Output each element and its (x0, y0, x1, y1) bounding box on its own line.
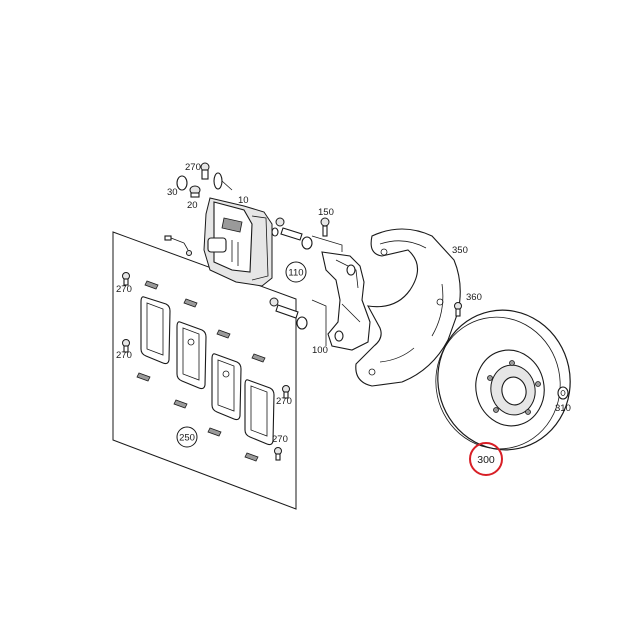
label-270-panel-right: 270 (276, 396, 292, 407)
wear-sensor (164, 235, 192, 256)
label-150: 150 (318, 207, 334, 218)
label-100: 100 (312, 345, 328, 356)
label-20: 20 (187, 200, 198, 211)
dust-shield: 350 (355, 228, 468, 387)
brake-disc (435, 309, 571, 451)
label-310: 310 (555, 403, 571, 414)
panel-bolts (122, 272, 290, 461)
label-270-panel-bottom: 270 (272, 434, 288, 445)
label-270-panel-top: 270 (116, 284, 132, 295)
label-270-panel-left: 270 (116, 350, 132, 361)
label-360: 360 (466, 292, 482, 303)
label-10: 10 (238, 195, 249, 206)
label-110: 110 (288, 268, 303, 279)
brake-pad-1 (136, 280, 171, 382)
label-250: 250 (179, 433, 195, 444)
brake-pad-kit-panel: 270 270 270 270 250 (112, 231, 297, 510)
brake-caliper: 10 (203, 195, 279, 287)
label-300: 300 (477, 454, 495, 466)
brake-pad-2 (173, 298, 207, 409)
disc-screw: 310 (555, 386, 571, 414)
guide-bolts: 110 150 (269, 207, 343, 346)
brake-pad-4 (244, 353, 275, 462)
label-270-top: 270 (185, 162, 201, 173)
brake-pad-3 (207, 329, 242, 437)
highlight-callout-300: 300 (469, 442, 503, 476)
label-350: 350 (452, 245, 468, 256)
sensor-hardware: 270 30 20 (167, 162, 233, 211)
caliper-carrier: 100 (312, 251, 371, 356)
shield-screw: 360 (454, 292, 482, 317)
label-30: 30 (167, 187, 178, 198)
